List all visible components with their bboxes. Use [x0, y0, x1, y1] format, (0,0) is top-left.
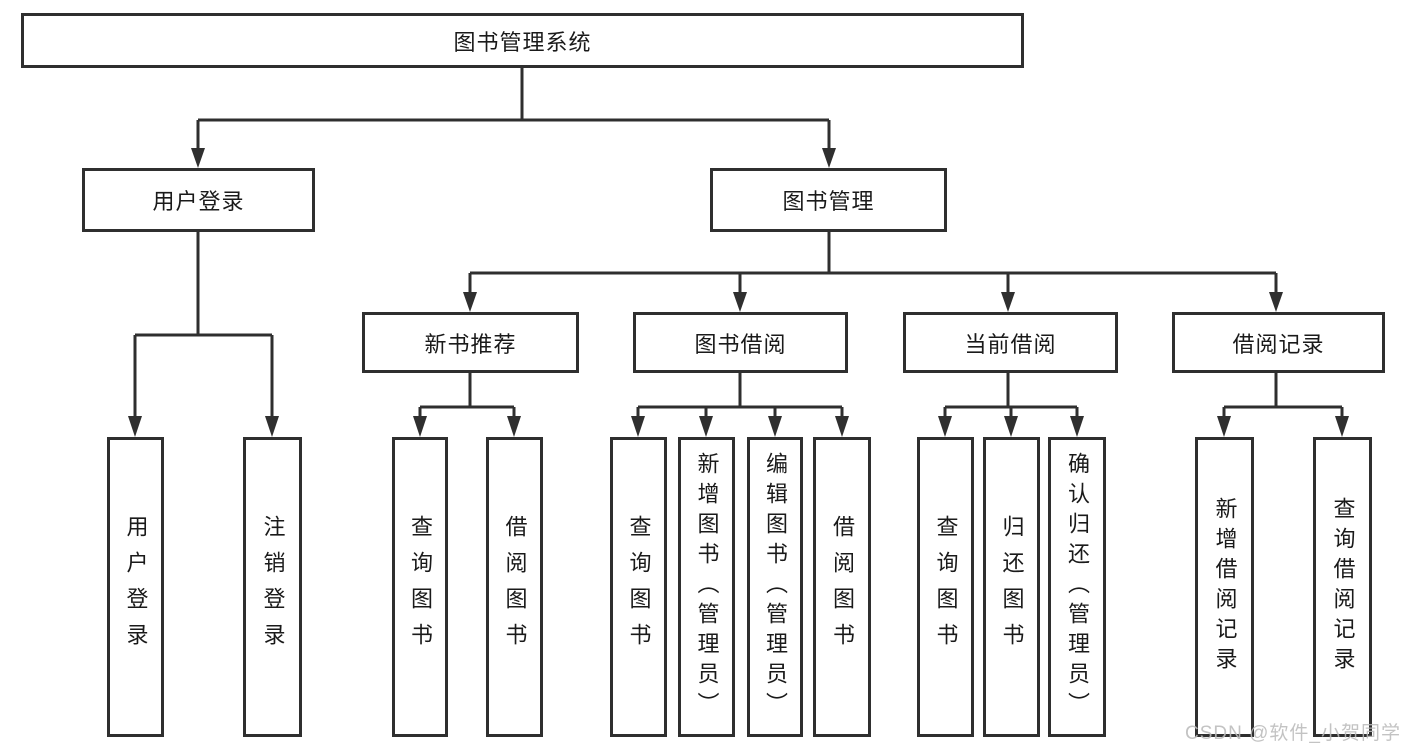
connector-book-borrow-to-leaves: [631, 373, 849, 437]
node-borrow-records: 借阅记录: [1172, 312, 1385, 373]
connector-root-to-level2: [191, 68, 836, 168]
leaf-borrow-book-2: 借阅图书: [813, 437, 871, 737]
connector-user-login-to-leaves: [128, 232, 279, 437]
node-book-management-label: 图书管理: [782, 189, 875, 214]
node-book-borrow-label: 图书借阅: [694, 331, 787, 357]
leaf-logout-label: 注销登录: [260, 515, 286, 659]
leaf-query-book-3: 查询图书: [917, 437, 974, 737]
leaf-query-book-3-label: 查询图书: [933, 515, 959, 659]
leaf-query-book-1-label: 查询图书: [408, 515, 433, 659]
leaf-query-book-1: 查询图书: [392, 437, 448, 737]
connector-borrow-records-to-leaves: [1217, 373, 1349, 437]
leaf-user-login: 用户登录: [107, 437, 164, 737]
connector-current-borrow-to-leaves: [938, 373, 1084, 437]
node-root: 图书管理系统: [21, 13, 1024, 68]
leaf-borrow-book-1-label: 借阅图书: [502, 515, 528, 659]
connector-new-book-recommend-to-leaves: [413, 373, 521, 437]
leaf-add-borrow-record: 新增借阅记录: [1195, 437, 1254, 737]
csdn-watermark: CSDN @软件_小贺同学: [1185, 723, 1401, 744]
node-user-login: 用户登录: [82, 168, 315, 232]
leaf-user-login-label: 用户登录: [123, 515, 149, 659]
node-current-borrow: 当前借阅: [903, 312, 1118, 373]
leaf-query-borrow-record-label: 查询借阅记录: [1330, 497, 1356, 677]
node-current-borrow-label: 当前借阅: [964, 331, 1057, 357]
node-book-borrow: 图书借阅: [633, 312, 848, 373]
leaf-return-book-label: 归还图书: [999, 515, 1025, 659]
node-new-book-recommend-label: 新书推荐: [424, 331, 517, 357]
leaf-query-book-2: 查询图书: [610, 437, 667, 737]
leaf-add-book-admin-label: 新增图书（管理员）: [694, 452, 720, 722]
leaf-query-borrow-record: 查询借阅记录: [1313, 437, 1372, 737]
node-user-login-label: 用户登录: [152, 189, 245, 214]
node-root-label: 图书管理系统: [453, 29, 592, 55]
leaf-add-book-admin: 新增图书（管理员）: [678, 437, 735, 737]
leaf-confirm-return-admin-label: 确认归还（管理员）: [1065, 452, 1090, 722]
node-borrow-records-label: 借阅记录: [1232, 331, 1325, 357]
node-new-book-recommend: 新书推荐: [362, 312, 579, 373]
leaf-edit-book-admin: 编辑图书（管理员）: [747, 437, 803, 737]
leaf-logout: 注销登录: [243, 437, 302, 737]
leaf-confirm-return-admin: 确认归还（管理员）: [1048, 437, 1106, 737]
leaf-return-book: 归还图书: [983, 437, 1040, 737]
leaf-query-book-2-label: 查询图书: [626, 515, 652, 659]
leaf-borrow-book-1: 借阅图书: [486, 437, 543, 737]
leaf-borrow-book-2-label: 借阅图书: [830, 515, 855, 659]
node-book-management: 图书管理: [710, 168, 947, 232]
connector-book-management-to-level3: [463, 232, 1283, 312]
leaf-edit-book-admin-label: 编辑图书（管理员）: [763, 452, 788, 722]
leaf-add-borrow-record-label: 新增借阅记录: [1212, 497, 1238, 677]
